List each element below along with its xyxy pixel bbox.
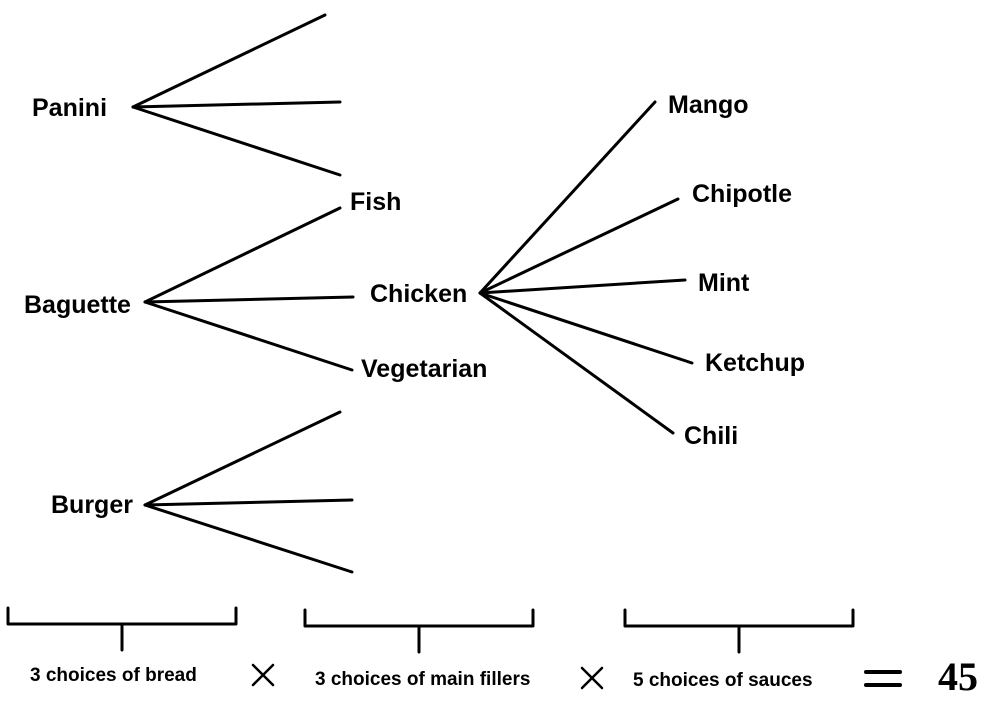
bread-label-burger: Burger xyxy=(51,491,133,519)
edge-burger-1 xyxy=(143,410,342,507)
sauce-label-mango: Mango xyxy=(668,91,749,119)
edge-chicken-mango xyxy=(478,100,657,295)
edge-panini-3 xyxy=(131,105,342,177)
filler-label-fish: Fish xyxy=(350,188,401,216)
edge-chicken-chili xyxy=(478,291,675,435)
caption-fillers: 3 choices of main fillers xyxy=(315,669,530,690)
tree-edges xyxy=(131,13,694,574)
bread-label-baguette: Baguette xyxy=(24,291,131,319)
edge-panini-2 xyxy=(131,100,342,109)
brace-bread xyxy=(6,606,238,652)
edge-chicken-mint xyxy=(478,278,687,295)
equals-sign xyxy=(864,670,902,687)
brace-fillers xyxy=(303,608,535,654)
result-value: 45 xyxy=(938,654,978,699)
sauce-label-mint: Mint xyxy=(698,269,750,297)
edge-baguette-fish xyxy=(143,206,342,304)
edge-chicken-ketchup xyxy=(478,291,694,365)
sauce-label-chili: Chili xyxy=(684,422,738,450)
edge-baguette-chicken xyxy=(143,295,355,304)
filler-label-chicken: Chicken xyxy=(370,280,467,308)
times-sign-2 xyxy=(580,666,604,690)
sauce-label-ketchup: Ketchup xyxy=(705,349,805,377)
edge-chicken-chipotle xyxy=(478,197,680,295)
times-sign-1 xyxy=(251,663,275,687)
edge-burger-3 xyxy=(143,503,354,574)
edge-panini-1 xyxy=(131,13,327,109)
brace-sauces xyxy=(623,608,855,654)
edge-burger-2 xyxy=(143,498,354,507)
bread-label-panini: Panini xyxy=(32,94,107,122)
filler-label-vegetarian: Vegetarian xyxy=(361,355,487,383)
edge-baguette-vegetarian xyxy=(143,300,354,372)
sauce-label-chipotle: Chipotle xyxy=(692,180,792,208)
caption-sauces: 5 choices of sauces xyxy=(633,670,813,691)
caption-bread: 3 choices of bread xyxy=(30,665,197,686)
